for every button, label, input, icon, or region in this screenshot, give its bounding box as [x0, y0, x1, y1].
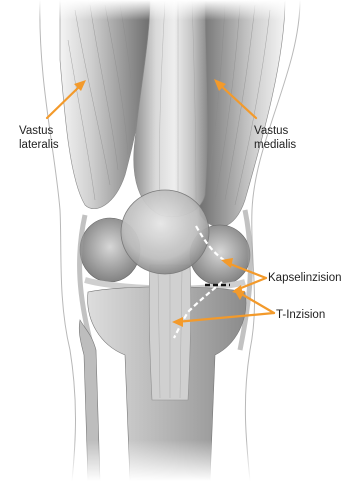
label-t-inzision: T-Inzision: [276, 308, 325, 322]
label-kapselinzision: Kapselinzision: [268, 271, 342, 285]
label-vastus-medialis: Vastus medialis: [254, 124, 296, 152]
label-vastus-medialis-line1: Vastus: [254, 124, 296, 138]
label-vastus-lateralis-line2: lateralis: [19, 138, 59, 152]
label-vastus-lateralis: Vastus lateralis: [19, 124, 59, 152]
label-vastus-medialis-line2: medialis: [254, 138, 296, 152]
patella: [121, 190, 209, 274]
label-vastus-lateralis-line1: Vastus: [19, 124, 59, 138]
vastus-medialis-muscle: [198, 0, 285, 227]
